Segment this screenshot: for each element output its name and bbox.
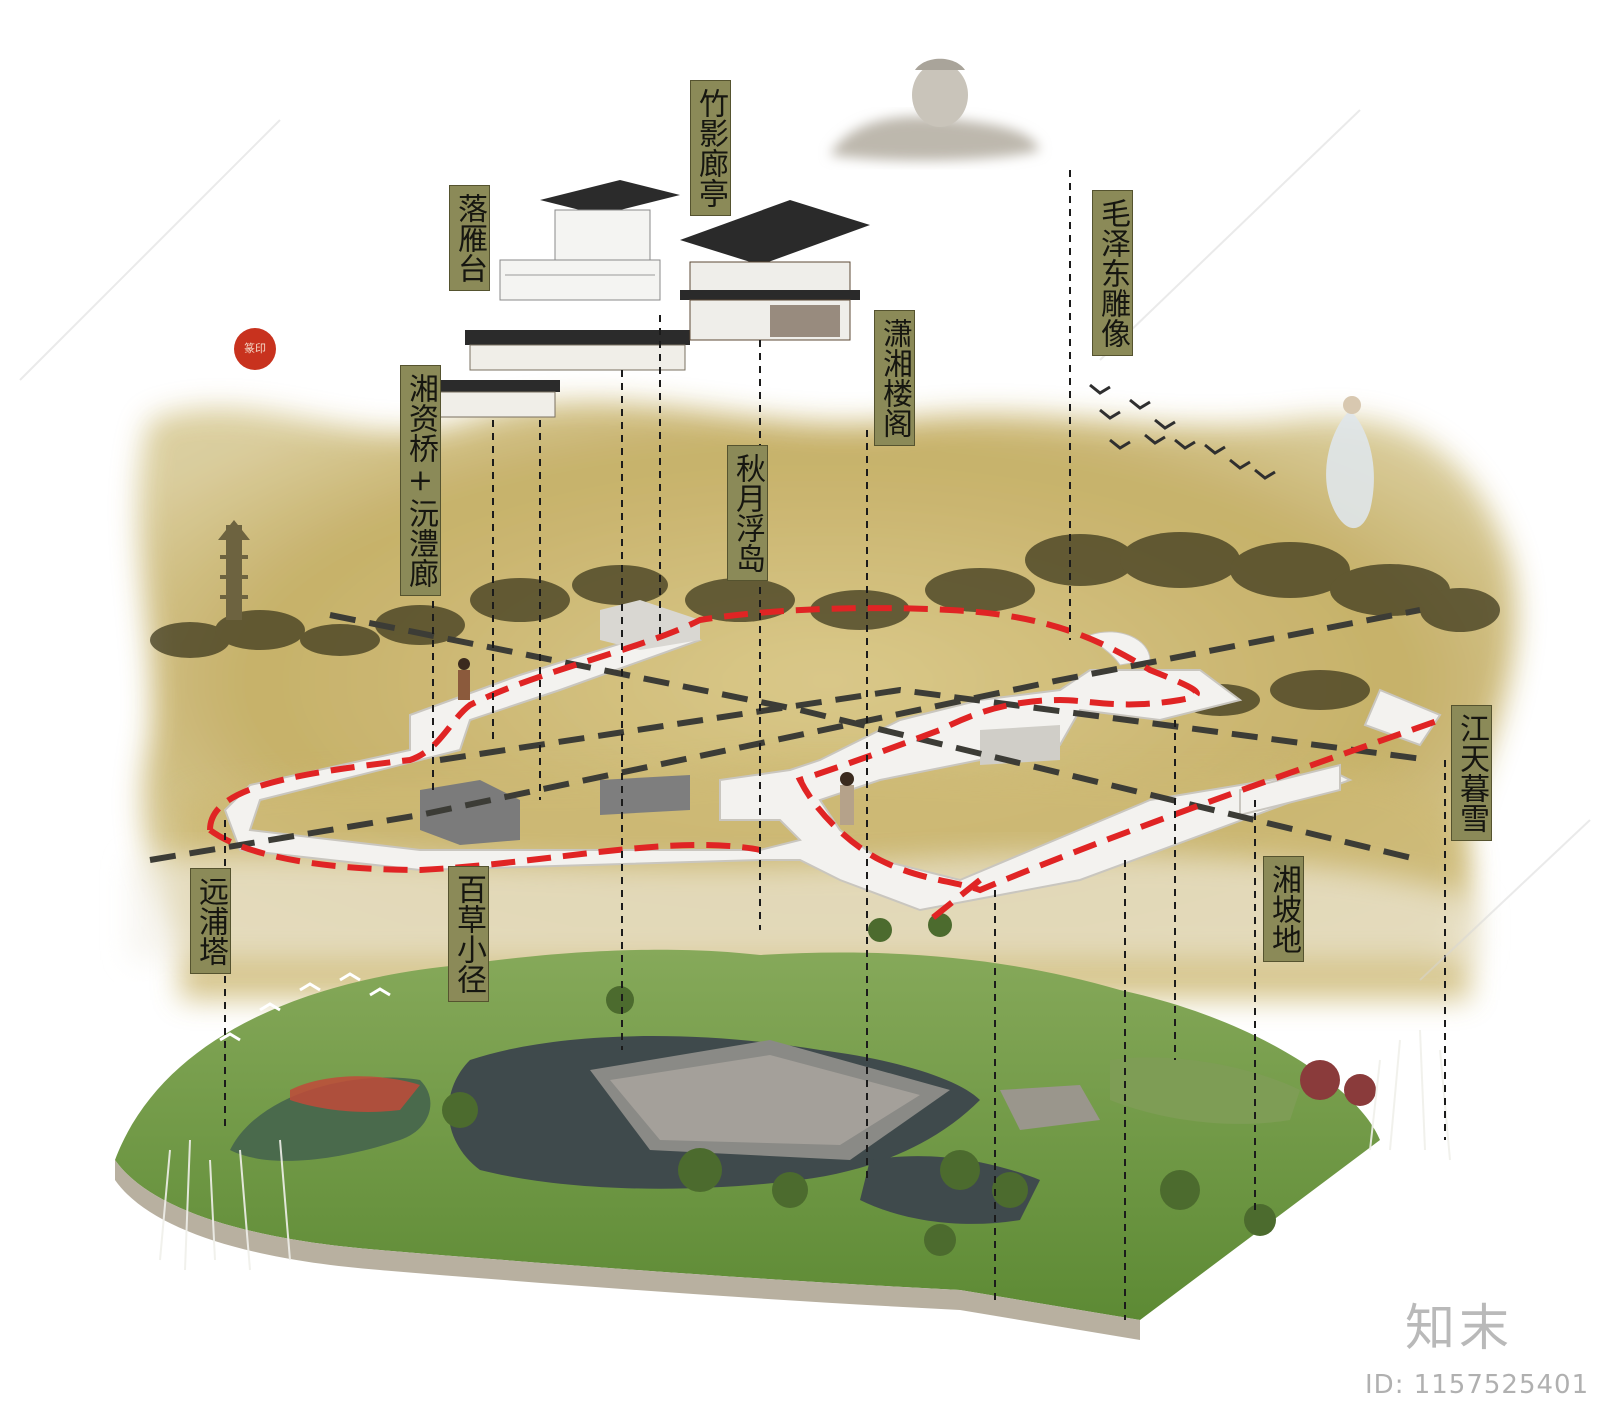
person-figures <box>458 658 854 825</box>
label-luoyan: 落雁台 <box>449 185 490 291</box>
bamboo-trees <box>159 1029 1451 1271</box>
tour-route <box>207 605 1441 923</box>
label-maozedong: 毛泽东雕像 <box>1092 190 1133 356</box>
brand-logo: 知末 <box>1405 1299 1513 1357</box>
walkway <box>223 600 1442 912</box>
seal-stamp: 篆印 <box>234 328 276 370</box>
white-birds-icon <box>219 972 391 1042</box>
image-id: ID: 1157525401 <box>1365 1370 1590 1400</box>
label-yuanpu: 远浦塔 <box>190 868 231 974</box>
label-baicao: 百草小径 <box>448 866 489 1002</box>
fairy-figure-icon <box>1326 396 1374 529</box>
label-xiaoxiang: 潇湘楼阁 <box>874 310 915 446</box>
label-qiuyue: 秋月浮岛 <box>727 445 768 581</box>
label-xiangpo: 湘坡地 <box>1263 856 1304 962</box>
tree-line <box>150 532 1500 716</box>
label-xiangzi: 湘资桥+沅澧廊 <box>400 365 441 596</box>
watermark <box>19 109 1591 981</box>
label-jiangtian: 江天暮雪 <box>1451 705 1492 841</box>
axis-lines <box>149 607 1431 863</box>
pavilion-models <box>435 180 870 418</box>
statue-icon <box>830 58 1040 161</box>
geese-icon <box>1089 383 1276 480</box>
leader-lines <box>224 170 1446 1320</box>
pagoda-icon <box>218 520 250 620</box>
label-zhuying: 竹影廊亭 <box>690 80 731 216</box>
